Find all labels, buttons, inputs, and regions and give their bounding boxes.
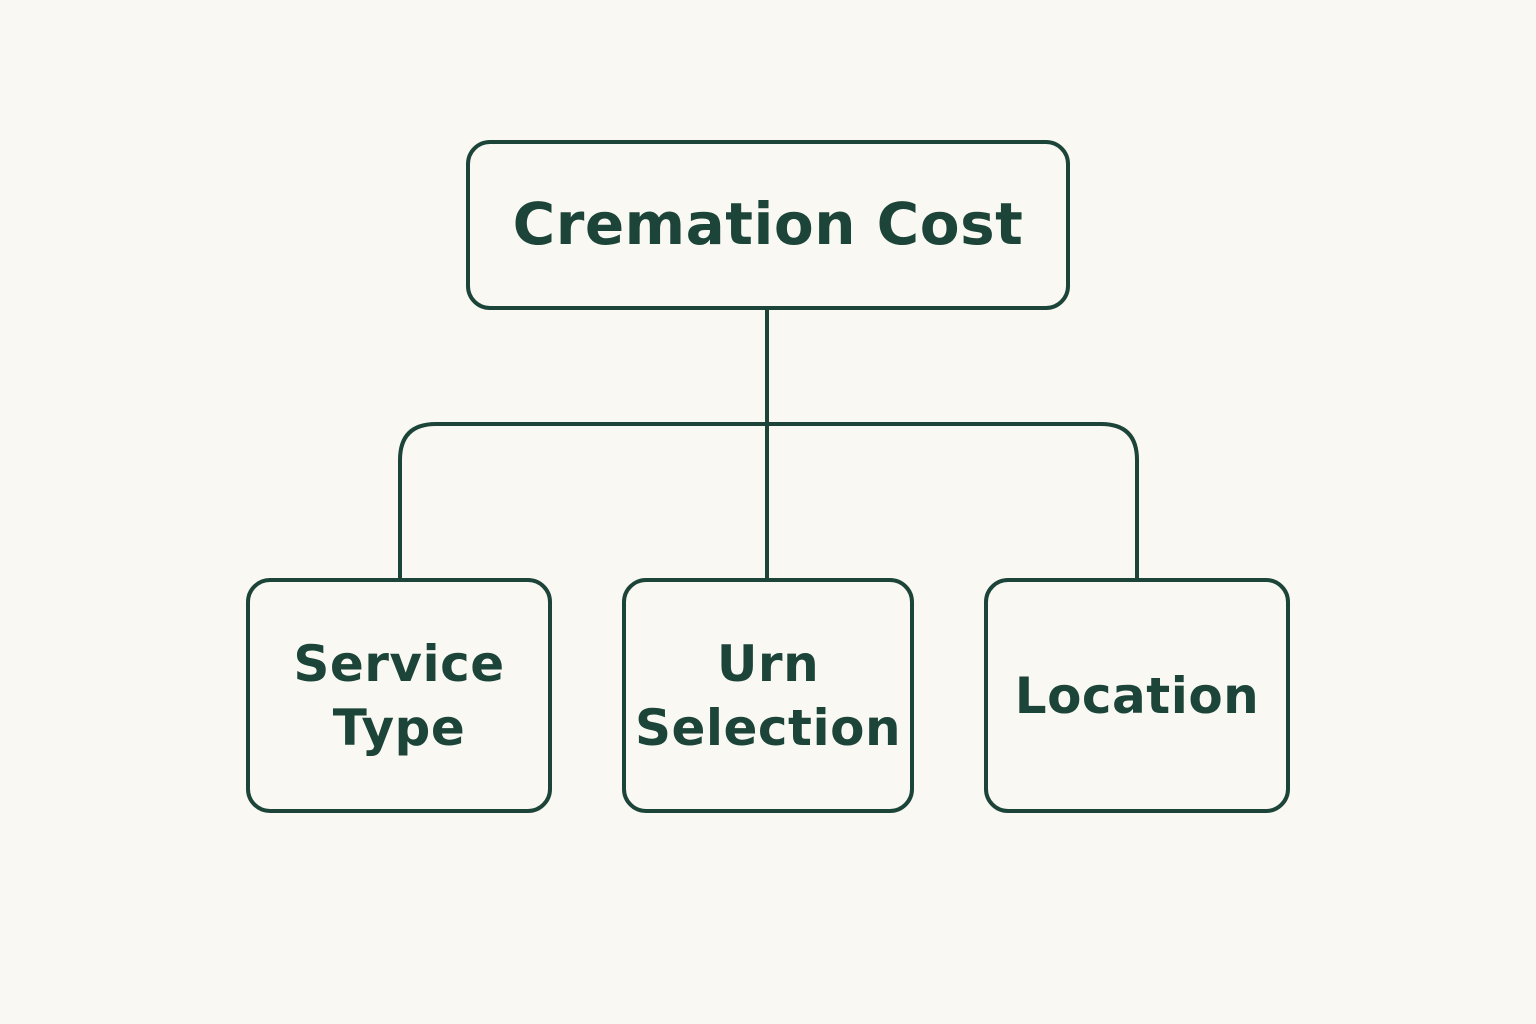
child-node-label: Service Type xyxy=(293,634,505,757)
child-node-urn-selection: Urn Selection xyxy=(622,578,914,813)
child-node-location: Location xyxy=(984,578,1290,813)
child-node-service-type: Service Type xyxy=(246,578,552,813)
root-node-cremation-cost: Cremation Cost xyxy=(466,140,1070,310)
connector-horizontal-bus xyxy=(398,422,1139,580)
child-node-label: Location xyxy=(1014,666,1260,725)
root-node-label: Cremation Cost xyxy=(512,190,1024,259)
child-node-label: Urn Selection xyxy=(634,634,902,757)
